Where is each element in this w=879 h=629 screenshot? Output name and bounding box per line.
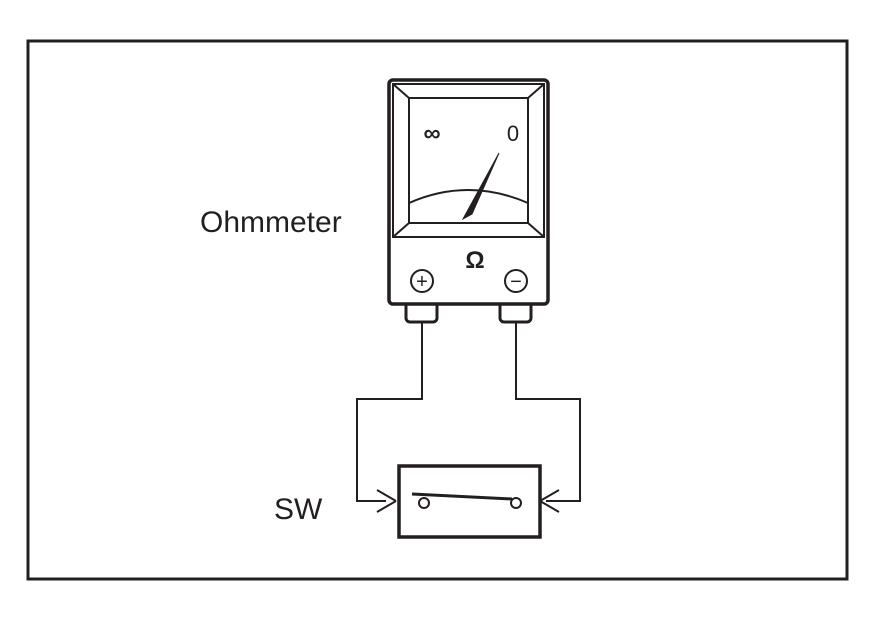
meter-needle (461, 152, 500, 221)
infinity-scale-label: ∞ (423, 120, 440, 147)
positive-terminal: + (410, 269, 434, 293)
switch-left-contact (418, 497, 430, 509)
positive-terminal-ring (410, 269, 434, 293)
diagram-frame (26, 39, 849, 581)
meter-window-outer (392, 83, 545, 238)
negative-probe-arrow (539, 489, 560, 513)
switch (397, 464, 542, 539)
negative-test-lead (515, 322, 581, 502)
positive-probe-arrow (376, 489, 397, 513)
switch-blade (411, 492, 513, 501)
switch-right-contact (510, 497, 522, 509)
positive-terminal-label: + (416, 271, 428, 293)
bevel-bottom-left (392, 222, 410, 238)
ohmmeter: ∞ 0 Ω + − (387, 78, 550, 324)
negative-terminal-label: − (510, 271, 522, 293)
bevel-bottom-right (527, 222, 545, 238)
meter-body (387, 78, 550, 306)
bevel-top-left (392, 83, 410, 99)
negative-terminal-ring (504, 269, 528, 293)
positive-test-lead (356, 322, 423, 502)
ohm-symbol: Ω (465, 247, 484, 274)
meter-scale-arc (408, 189, 529, 204)
zero-scale-label: 0 (507, 121, 519, 146)
ohmmeter-label: Ohmmeter (200, 206, 342, 239)
negative-terminal: − (504, 269, 528, 293)
switch-label: SW (274, 493, 323, 526)
meter-window-inner (408, 97, 529, 224)
bevel-top-right (527, 83, 545, 99)
